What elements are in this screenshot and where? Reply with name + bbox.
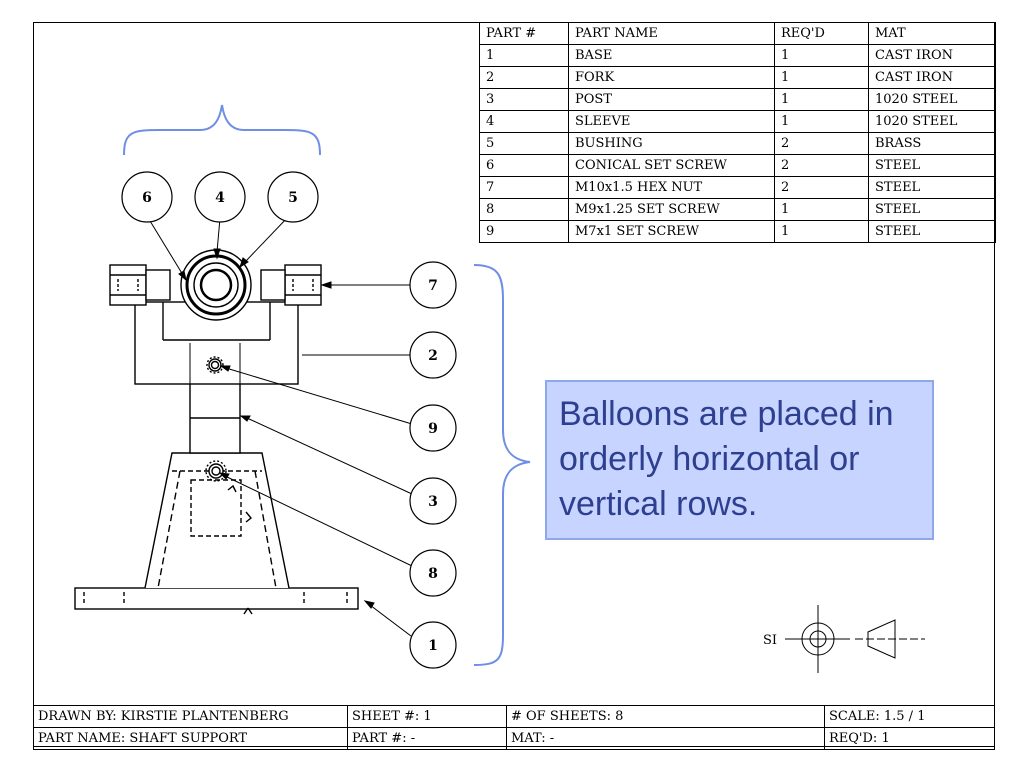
balloon-5: 5 <box>267 171 319 223</box>
part-name-cell: PART NAME: SHAFT SUPPORT <box>33 727 348 750</box>
balloon-1-label: 1 <box>428 638 438 654</box>
projection-label: SI <box>763 633 777 648</box>
balloon-9-label: 9 <box>428 421 438 437</box>
balloon-6: 6 <box>121 171 173 223</box>
base-part <box>74 587 359 615</box>
balloon-4-label: 4 <box>215 190 225 206</box>
callout-text: Balloons are placed in orderly horizonta… <box>559 395 894 523</box>
balloon-7: 7 <box>409 261 457 309</box>
material-cell: MAT: - <box>506 727 825 750</box>
balloon-3-label: 3 <box>428 494 438 510</box>
set-screw-9 <box>206 356 224 374</box>
parts-list-cell: STEEL <box>868 198 996 221</box>
hex-nut-right <box>260 264 322 306</box>
parts-list-cell: M9x1.25 SET SCREW <box>568 198 775 221</box>
drawn-by-cell: DRAWN BY: KIRSTIE PLANTENBERG <box>33 705 348 728</box>
vertical-bracket <box>473 264 531 666</box>
balloon-6-label: 6 <box>142 190 152 206</box>
base-cone <box>144 452 290 589</box>
balloon-2-label: 2 <box>428 348 438 364</box>
balloon-9: 9 <box>409 404 457 452</box>
projection-symbol: SI <box>763 605 925 673</box>
leader-lines <box>146 215 413 637</box>
parts-list-cell: M10x1.5 HEX NUT <box>568 176 775 199</box>
title-block-row-1: DRAWN BY: KIRSTIE PLANTENBERG SHEET #: 1… <box>33 705 995 728</box>
set-screw-8 <box>205 460 227 482</box>
balloon-4: 4 <box>194 171 246 223</box>
parts-list-cell: M7x1 SET SCREW <box>568 220 775 243</box>
balloon-8-label: 8 <box>428 566 438 582</box>
callout-box: Balloons are placed in orderly horizonta… <box>545 380 934 540</box>
balloon-8: 8 <box>409 549 457 597</box>
reqd-cell: REQ'D: 1 <box>824 727 995 750</box>
parts-list-header-cell: PART NAME <box>568 22 775 45</box>
scale-cell: SCALE: 1.5 / 1 <box>824 705 995 728</box>
part-num-cell: PART #: - <box>347 727 507 750</box>
balloon-column-right: 7 2 9 3 8 1 <box>409 261 457 669</box>
balloon-1: 1 <box>409 621 457 669</box>
hex-nut-left <box>109 264 171 306</box>
balloon-3: 3 <box>409 477 457 525</box>
parts-list-cell: 1020 STEEL <box>868 110 996 133</box>
num-sheets-cell: # OF SHEETS: 8 <box>506 705 825 728</box>
title-block-row-2: PART NAME: SHAFT SUPPORT PART #: - MAT: … <box>33 727 995 750</box>
balloon-7-label: 7 <box>428 278 438 294</box>
balloon-5-label: 5 <box>288 190 298 206</box>
balloon-2: 2 <box>409 331 457 379</box>
sheet-cell: SHEET #: 1 <box>347 705 507 728</box>
horizontal-bracket <box>123 104 321 156</box>
sleeve-part <box>180 249 252 321</box>
parts-list-cell: STEEL <box>868 176 996 199</box>
parts-list-cell: STEEL <box>868 220 996 243</box>
title-block: DRAWN BY: KIRSTIE PLANTENBERG SHEET #: 1… <box>33 705 995 750</box>
balloon-row-top: 6 4 5 <box>121 171 319 223</box>
